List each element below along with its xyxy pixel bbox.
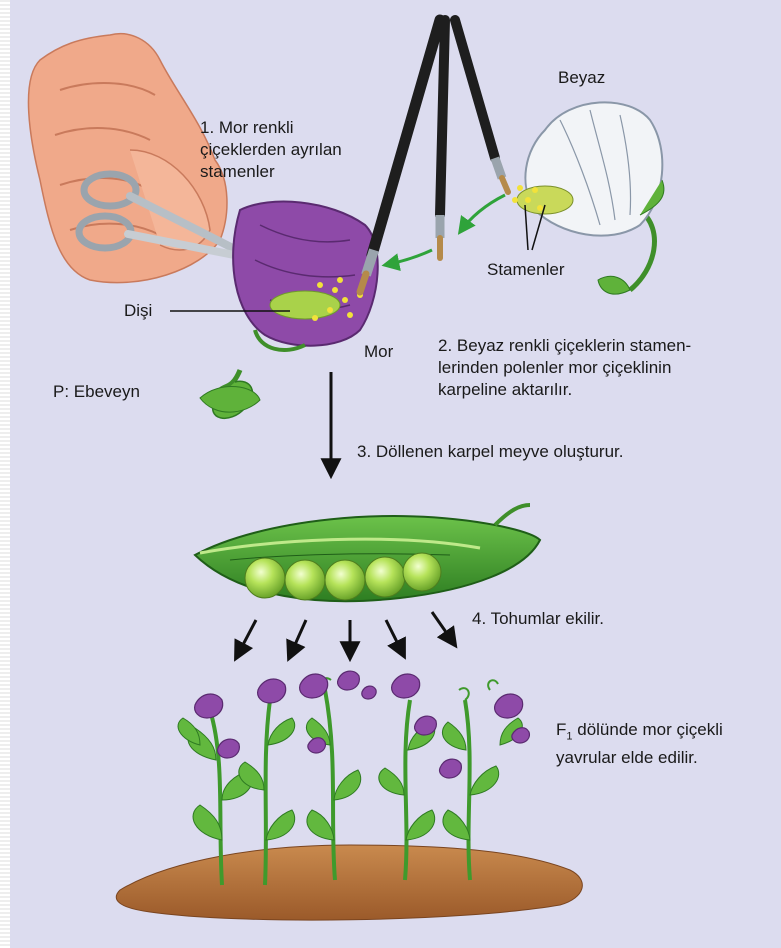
step2-line2: lerinden polenler mor çiçeklinin — [438, 357, 691, 379]
pea-pod — [195, 505, 540, 601]
step1-line1: 1. Mor renkli — [200, 117, 342, 139]
step1-line2: çiçeklerden ayrılan — [200, 139, 342, 161]
step2-label: 2. Beyaz renkli çiçeklerin stamen- lerin… — [438, 335, 691, 401]
step1-line3: stamenler — [200, 161, 342, 183]
f1-line1: F1 dölünde mor çiçekli — [556, 719, 723, 747]
beyaz-label: Beyaz — [558, 67, 605, 89]
step1-label: 1. Mor renkli çiçeklerden ayrılan stamen… — [200, 117, 342, 183]
leaf — [200, 386, 260, 412]
stamenler-label: Stamenler — [487, 259, 564, 281]
planting-arrows — [236, 612, 455, 658]
purple-flower — [213, 202, 378, 419]
f1-line1-rest: dölünde mor çiçekli — [573, 720, 723, 739]
soil — [116, 845, 582, 920]
step3-label: 3. Döllenen karpel meyve oluşturur. — [357, 441, 623, 463]
brushes — [360, 20, 508, 292]
step2-line1: 2. Beyaz renkli çiçeklerin stamen- — [438, 335, 691, 357]
parent-label: P: Ebeveyn — [53, 381, 140, 403]
step4-label: 4. Tohumlar ekilir. — [472, 608, 604, 630]
f1-prefix: F — [556, 720, 566, 739]
step2-line3: karpeline aktarılır. — [438, 379, 691, 401]
disi-label: Dişi — [124, 300, 152, 322]
f1-line2: yavrular elde edilir. — [556, 747, 723, 769]
f1-label: F1 dölünde mor çiçekli yavrular elde edi… — [556, 719, 723, 769]
mor-label: Mor — [364, 341, 393, 363]
